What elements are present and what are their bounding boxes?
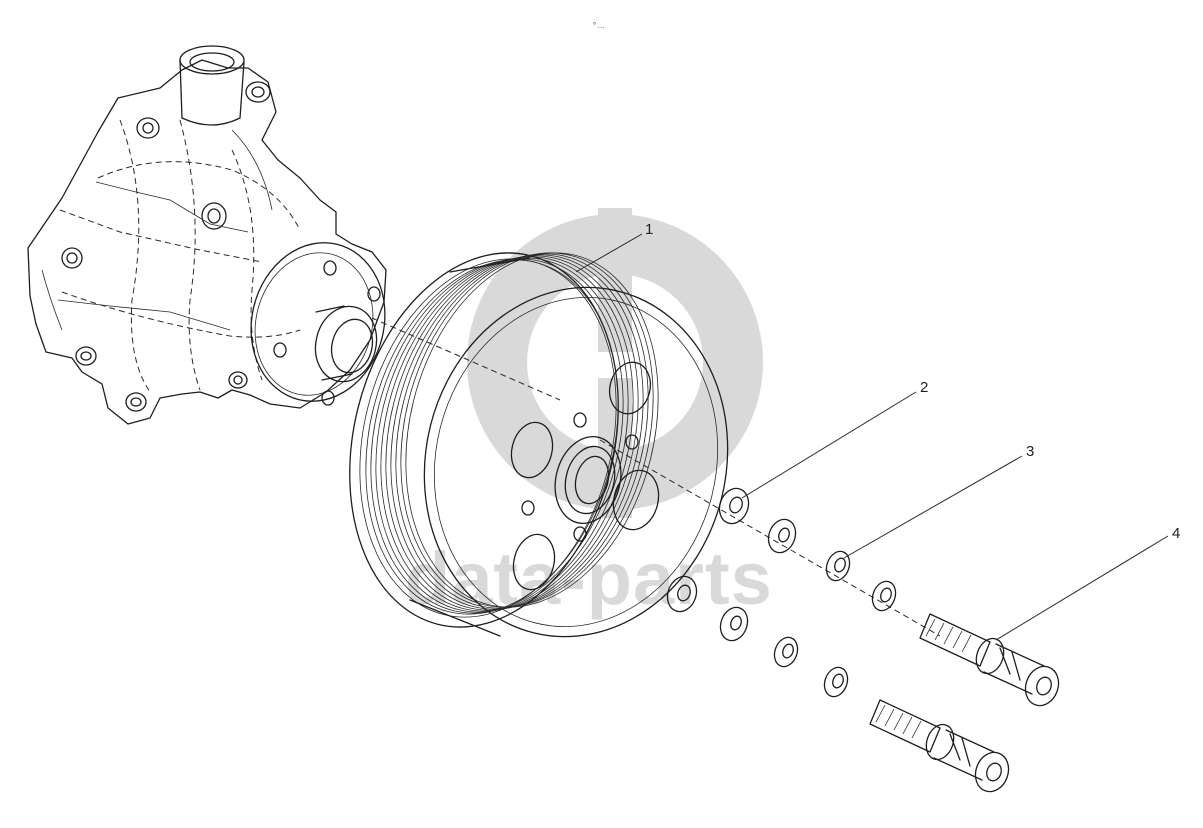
callout-number-3: 3	[1026, 443, 1034, 460]
top-mark: ° ...	[593, 21, 604, 30]
bolt	[919, 613, 1060, 707]
callout-1: 1	[575, 221, 653, 273]
washer	[666, 575, 698, 613]
washer-group	[666, 487, 797, 642]
lock-washer-group	[773, 550, 897, 698]
lock-washer	[825, 550, 851, 582]
callout-number-2: 2	[920, 379, 928, 396]
washer	[767, 518, 797, 554]
pulley	[349, 252, 729, 638]
axis-line-right	[599, 439, 941, 637]
callout-4: 4	[995, 525, 1180, 641]
callout-3: 3	[843, 443, 1034, 559]
callout-2: 2	[741, 379, 928, 499]
washer	[719, 606, 749, 642]
bolt	[869, 699, 1010, 793]
watermark-text: data-parts	[405, 537, 773, 620]
axis-line-upper	[371, 317, 561, 401]
callout-number-1: 1	[645, 221, 653, 238]
washer	[718, 487, 750, 525]
callout-number-4: 4	[1172, 525, 1180, 542]
lock-washer	[871, 580, 897, 612]
lock-washer	[823, 666, 849, 698]
lock-washer	[773, 636, 799, 668]
pump-housing	[27, 45, 387, 425]
